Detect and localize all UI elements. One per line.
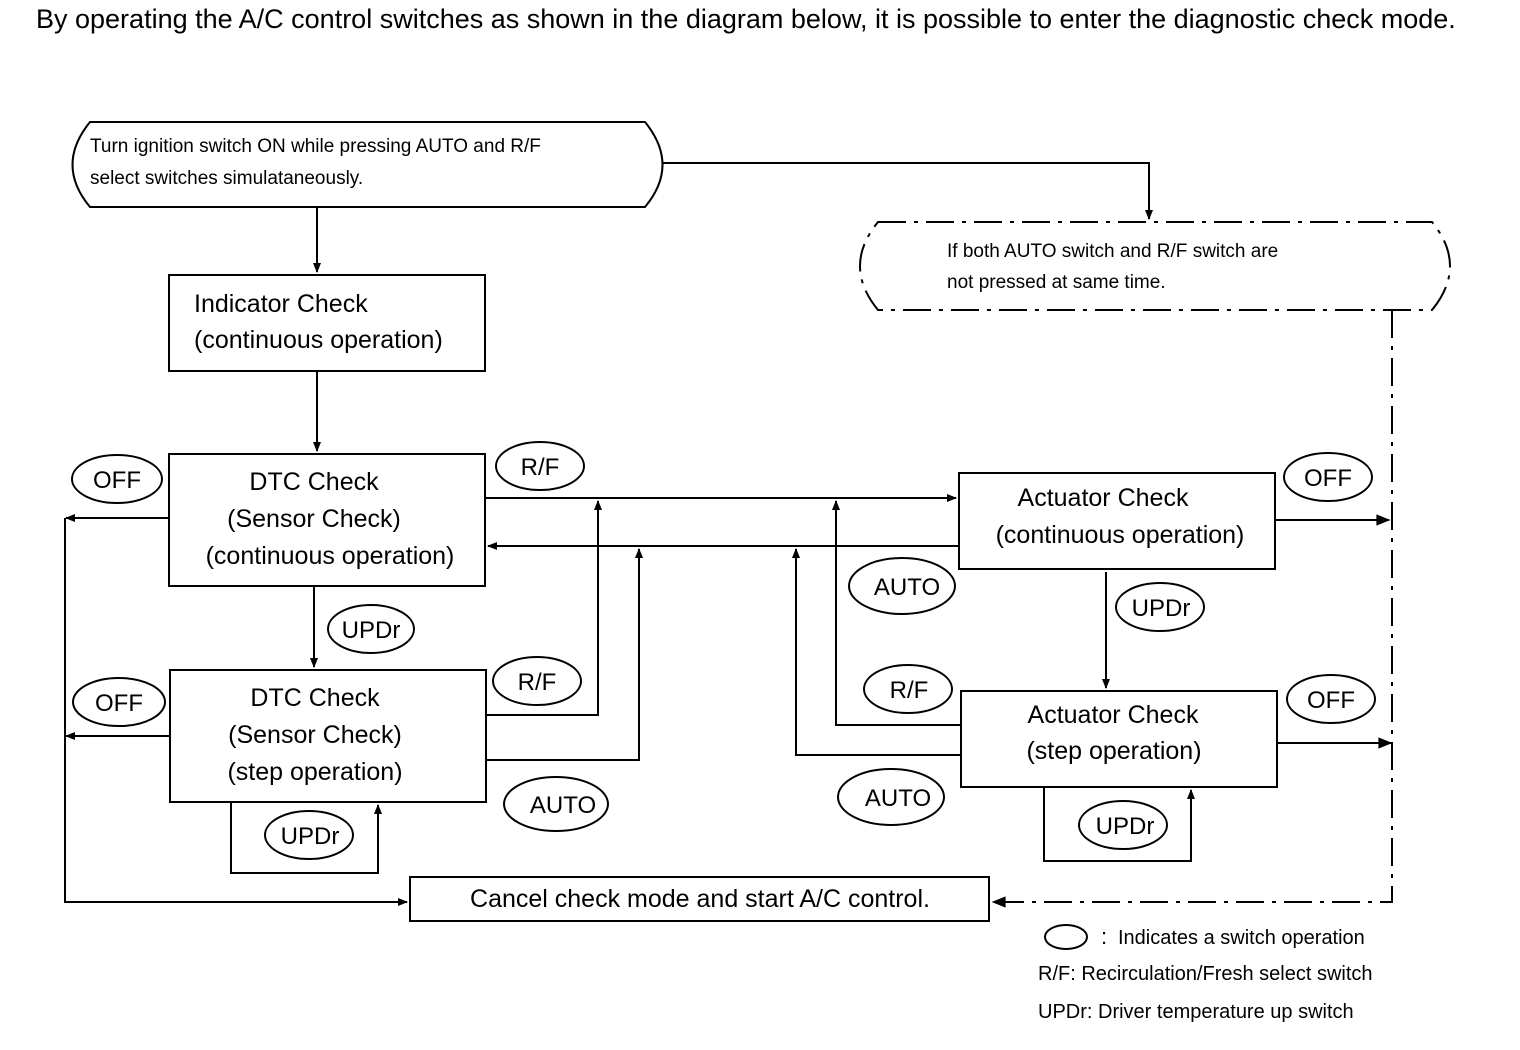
fallback-terminal [859,221,1451,311]
dtc-step-mode: (step operation) [227,758,402,786]
switch-rf-dtc-step: R/F [518,669,557,696]
arrow-dtcstep-auto [486,548,643,761]
line-off-to-cancel [64,518,408,906]
actuator-step-mode: (step operation) [1026,737,1201,765]
indicator-title: Indicator Check [194,290,368,318]
legend-symbol: : [1101,924,1107,949]
switch-rf-dtc: R/F [521,454,560,481]
legend-line-2: R/F: Recirculation/Fresh select switch [1038,963,1373,985]
actuator-step-title: Actuator Check [1028,701,1199,729]
switch-off-actuator-step: OFF [1307,687,1355,714]
switch-off-actuator: OFF [1304,465,1352,492]
dtc-continuous-subtitle: (Sensor Check) [227,505,401,533]
fallback-line-2: not pressed at same time. [947,272,1166,293]
start-line-1: Turn ignition switch ON while pressing A… [90,136,541,157]
arrow-actstep-rf [832,500,961,726]
actuator-continuous-mode: (continuous operation) [996,521,1245,549]
switch-off-dtc: OFF [93,467,141,494]
start-terminal [71,121,664,208]
legend-line-1: Indicates a switch operation [1118,927,1365,949]
indicator-check-box [168,274,486,372]
dtc-continuous-title: DTC Check [249,468,379,496]
arrow-start-to-fallback [662,162,1153,220]
actuator-step-box [960,690,1278,788]
intro-text: By operating the A/C control switches as… [36,4,1456,34]
switch-updr-actuator: UPDr [1132,595,1191,622]
dtc-continuous-box [168,453,486,587]
switch-auto-actuator-step: AUTO [865,785,931,812]
switch-updr-dtc: UPDr [342,617,401,644]
switch-auto-actuator: AUTO [874,574,940,601]
dtc-step-subtitle: (Sensor Check) [228,721,402,749]
loop-dtcstep-updr [230,802,382,874]
switch-updr-actuator-step: UPDr [1096,813,1155,840]
line-fallback-to-cancel [991,310,1393,908]
switch-off-dtc-step: OFF [95,690,143,717]
actuator-continuous-title: Actuator Check [1018,484,1189,512]
switch-updr-dtc-step: UPDr [281,823,340,850]
cancel-box [409,876,990,922]
cancel-label: Cancel check mode and start A/C control. [470,885,930,913]
fallback-line-1: If both AUTO switch and R/F switch are [947,241,1278,262]
switch-rf-actuator-step: R/F [890,677,929,704]
arrow-actstep-auto [792,548,961,756]
switch-auto-dtc-step: AUTO [530,792,596,819]
legend-line-3: UPDr: Driver temperature up switch [1038,1001,1354,1023]
dtc-step-title: DTC Check [250,684,380,712]
indicator-subtitle: (continuous operation) [194,326,443,354]
arrow-dtcstep-rf [486,500,602,716]
loop-actstep-updr [1043,787,1195,862]
dtc-continuous-mode: (continuous operation) [206,542,455,570]
start-line-2: select switches simulataneously. [90,168,363,189]
